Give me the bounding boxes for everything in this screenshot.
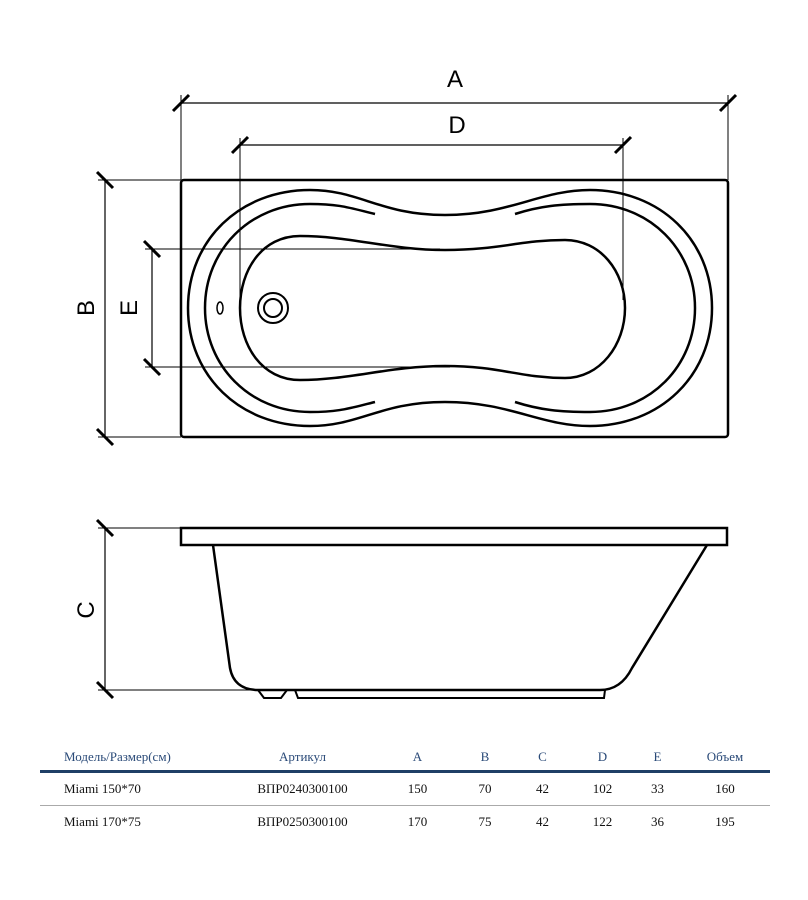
middle-contour	[203, 202, 697, 414]
cell-e: 36	[651, 814, 664, 829]
cell-model: Miami 150*70	[40, 771, 225, 806]
col-b: B	[455, 744, 515, 773]
overflow-icon	[216, 301, 224, 315]
dim-label-c: C	[73, 601, 100, 618]
table-header-row: Модель/Размер(см) Артикул A B C D E Объе…	[40, 744, 770, 773]
dim-label-b: B	[73, 300, 100, 316]
outer-contour	[186, 188, 714, 428]
drain-outer-icon	[257, 292, 289, 324]
col-d: D	[570, 744, 635, 773]
side-rim	[179, 526, 729, 547]
cell-volume: 160	[680, 771, 770, 806]
dim-label-a: A	[447, 66, 463, 93]
cell-e: 33	[635, 771, 680, 806]
side-body	[211, 544, 709, 692]
side-view: C	[73, 518, 729, 700]
cell-c: 42	[536, 814, 549, 829]
cell-d: 122	[592, 814, 613, 829]
cell-a: 170	[407, 814, 428, 829]
cell-c: 42	[515, 771, 570, 806]
table-row: Miami 170*75 ВПР0250300100 170 75 42 122…	[40, 806, 770, 839]
dim-label-e: E	[116, 300, 143, 316]
col-volume: Объем	[680, 744, 770, 773]
tub-rim-outline	[179, 178, 730, 439]
col-e: E	[635, 744, 680, 773]
cell-article: ВПР0240300100	[225, 771, 380, 806]
side-foot-left	[257, 689, 288, 699]
bathtub-drawing: A D B E C	[73, 66, 738, 700]
cell-d: 102	[570, 771, 635, 806]
dimension-lines	[104, 102, 728, 437]
dimensions-table: Модель/Размер(см) Артикул A B C D E Объе…	[40, 744, 770, 838]
drain-inner-icon	[263, 298, 283, 318]
side-foot-right	[294, 689, 606, 699]
cell-volume: 195	[715, 814, 735, 829]
inner-contour	[238, 234, 627, 382]
table-row: Miami 150*70 ВПР0240300100 150 70 42 102…	[40, 771, 770, 806]
col-model: Модель/Размер(см)	[40, 744, 225, 773]
col-a: A	[380, 744, 455, 773]
cell-article: ВПР0250300100	[257, 814, 348, 829]
top-view: A D B E	[73, 66, 738, 447]
cell-a: 150	[380, 771, 455, 806]
col-c: C	[515, 744, 570, 773]
col-article: Артикул	[225, 744, 380, 773]
cell-model: Miami 170*75	[64, 814, 141, 829]
dim-label-d: D	[448, 112, 465, 139]
extension-lines	[98, 95, 729, 438]
cell-b: 75	[478, 814, 492, 829]
cell-b: 70	[455, 771, 515, 806]
dimension-ticks	[95, 93, 738, 447]
